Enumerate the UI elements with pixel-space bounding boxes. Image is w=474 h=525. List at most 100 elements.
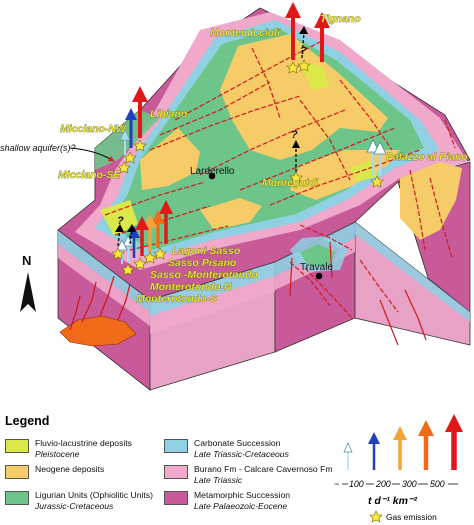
gas-emission-star-icon (369, 510, 383, 523)
flux-arrow-red (445, 414, 463, 470)
legend-name-carbonate: Carbonate Succession (194, 438, 281, 448)
larderello-dot (208, 172, 216, 180)
arrow-micciano-blue (125, 108, 137, 148)
legend-item-neogene: Neogene deposits (5, 464, 104, 479)
arrow-lagoni-dashed-2 (127, 224, 136, 245)
legend-item-ligurian: Ligurian Units (Ophiolitic Units)Jurassi… (5, 490, 153, 511)
arrow-palazzo-1 (366, 139, 380, 176)
front-band-burano (150, 276, 275, 334)
flux-label-100: 100 (349, 479, 364, 489)
legend-age-fluvio: Pleistocene (35, 448, 80, 459)
flux-arrow-blue (368, 432, 380, 470)
legend-swatch-fluvio (5, 439, 29, 453)
shallow-aquifer-arrow (69, 147, 115, 162)
flux-arrow-orange-light (393, 426, 407, 470)
gas-emission-stars (111, 59, 384, 276)
block-diagram: ? ? ? Montemiccioli Tignano Libiano Micc… (0, 2, 471, 391)
star-lagoni-3 (121, 263, 135, 276)
flux-tilde: ~ (334, 479, 339, 489)
side-face-faults (289, 241, 427, 346)
legend-name-neogene: Neogene deposits (35, 464, 105, 474)
front-band-carbonate (150, 262, 275, 316)
flux-arrow-lightblue (343, 442, 353, 470)
arrow-monteguidi-dashed (292, 140, 300, 172)
legend-age-burano: Late Triassic (194, 474, 243, 485)
label-palazzo: Palazzo al Piano (386, 151, 468, 163)
arrow-lagoni-orange-1 (151, 210, 165, 248)
flux-scale: ~ 100 200 300 500 t d⁻¹ km⁻² Gas emissio… (334, 414, 463, 523)
label-shallow-aquifer: shallow aquifer(s)? (0, 143, 76, 153)
label-lisciano: Libiano (150, 108, 188, 120)
star-tignano (297, 59, 311, 72)
arrow-lagoni-red-1 (159, 200, 173, 244)
question-tignano: ? (300, 45, 307, 57)
question-monteguidi: ? (291, 129, 298, 141)
arrow-lagoni-lightblue-2 (116, 239, 128, 264)
label-lagoni-sasso: Lagoni Sasso (172, 245, 241, 257)
star-micciano-se (117, 161, 131, 174)
fluvio-patch-east (350, 160, 378, 182)
label-larderello: Larderello (190, 166, 235, 177)
neogene-patch-south (200, 198, 262, 230)
arrow-tignano (314, 12, 330, 62)
left-band-burano (58, 244, 150, 326)
legend-swatch-metamorphic (164, 491, 188, 505)
arrow-lisciano-red (132, 86, 148, 138)
legend-name-ligurian: Ligurian Units (Ophiolitic Units) (35, 490, 153, 500)
star-lagoni-1 (143, 251, 157, 264)
label-monteguidi: Monteguidi (262, 177, 319, 189)
legend-name-fluvio: Fluvio-lacustrine deposits (35, 438, 132, 448)
label-sasso-monterotondo: Sasso -Monterotondo (150, 269, 258, 281)
legend-swatch-carbonate (164, 439, 188, 453)
flux-label-200: 200 (375, 479, 391, 489)
label-micciano-se: Micciano-SE (58, 169, 121, 181)
label-travale: Travale (300, 262, 333, 273)
label-micciano-nw: Micciano-NW (60, 123, 127, 135)
left-band-carbonate (58, 230, 150, 312)
label-montemiccioli: Montemiccioli (210, 27, 281, 39)
star-monteguidi (289, 171, 303, 184)
flux-units: t d⁻¹ km⁻² (368, 495, 418, 507)
legend-age-ligurian: Jurassic-Cretaceous (35, 500, 114, 511)
legend-name-metamorphic: Metamorphic Succession (194, 490, 291, 500)
star-lisciano (133, 139, 147, 152)
north-label: N (22, 253, 31, 268)
label-monterotondo-s: Monterotondo-S (136, 293, 217, 305)
neogene-patch-far-east (400, 162, 462, 240)
north-arrow-icon (20, 272, 36, 312)
label-monterotondo-n: Monterotondo-N (150, 281, 232, 293)
gas-emission-label: Gas emission (386, 512, 437, 522)
star-lagoni-5 (153, 247, 167, 260)
arrow-lagoni-orange-2 (143, 214, 157, 252)
star-lagoni-4 (111, 247, 125, 260)
question-lagoni: ? (117, 215, 124, 227)
arrow-lagoni-dashed (115, 224, 124, 247)
label-tignano: Tignano (320, 13, 361, 25)
arrow-tignano-dashed (299, 26, 308, 59)
fluvio-patch-west (100, 200, 138, 236)
star-lagoni-2 (133, 257, 147, 270)
legend-swatch-ligurian (5, 491, 29, 505)
flux-label-300: 300 (402, 479, 417, 489)
legend-name-burano: Burano Fm - Calcare Cavernoso Fm (194, 464, 333, 474)
neogene-patch-west (140, 128, 200, 190)
flux-label-500: 500 (430, 479, 445, 489)
legend-age-metamorphic: Late Palaeozoic-Eocene (194, 500, 288, 511)
neogene-patch-north (220, 34, 388, 160)
magmatic-faults (69, 275, 131, 331)
arrow-palazzo-2 (373, 141, 387, 176)
ligurian-window-travale (300, 244, 336, 266)
star-micciano-nw (123, 151, 137, 164)
star-montemiccioli (286, 61, 300, 74)
arrow-montemiccioli (285, 2, 301, 60)
magmatic-body (59, 315, 137, 347)
legend-age-carbonate: Late Triassic-Cretaceous (194, 448, 289, 459)
right-band-carbonate (355, 222, 470, 322)
arrow-lagoni-red-2 (135, 216, 149, 256)
